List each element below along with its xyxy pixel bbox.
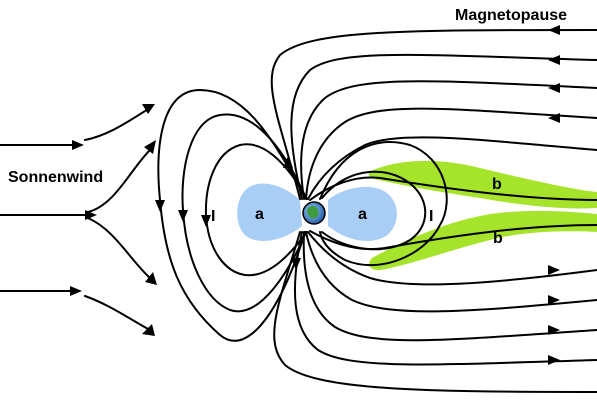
polar-line-6 xyxy=(273,231,597,393)
polar-line-5 xyxy=(307,136,597,200)
tail-lobe-upper-label: b xyxy=(492,176,502,193)
arrow-dayside-inner xyxy=(201,215,211,227)
arrow-tail-top-4 xyxy=(548,113,560,123)
arrow-tail-bottom-2 xyxy=(548,295,560,305)
night-loop-1 xyxy=(321,170,427,251)
deflect-line-4 xyxy=(84,295,151,331)
plasmasphere-left xyxy=(237,183,302,241)
tail-lobe-lower-label: b xyxy=(493,230,503,247)
arrow-tail-top-1 xyxy=(548,25,560,35)
arrow-deflect-2 xyxy=(144,140,156,154)
arrow-polar-down xyxy=(291,258,301,270)
deflect-line-3 xyxy=(87,217,151,279)
polar-line-10 xyxy=(307,231,597,286)
earth-land-icon xyxy=(307,205,319,219)
polar-line-2 xyxy=(290,53,597,200)
arrow-tail-bottom-3 xyxy=(548,325,560,335)
arrow-tail-bottom-1 xyxy=(548,265,560,275)
arrow-dayside-mid xyxy=(178,210,188,222)
tail-lobe-lower xyxy=(369,210,597,271)
arrow-polar-up xyxy=(283,156,293,168)
magnetopause-label: Magnetopause xyxy=(455,7,567,24)
solar-wind-label: Sonnenwind xyxy=(8,169,103,186)
arrow-tail-top-3 xyxy=(548,83,560,93)
tail-lobes xyxy=(368,160,597,271)
arrow-deflect-4 xyxy=(142,324,155,336)
arrow-dayside-left xyxy=(155,200,165,212)
plasmasphere-right xyxy=(328,186,397,241)
polar-line-7 xyxy=(294,231,597,366)
arrow-tail-bottom-4 xyxy=(548,355,560,365)
arrow-deflect-1 xyxy=(142,104,155,114)
earth xyxy=(302,201,326,225)
arrow-solar-wind-3 xyxy=(70,286,82,296)
tail-lobe-upper xyxy=(368,160,597,209)
arrowheads xyxy=(70,25,560,365)
polar-line-4 xyxy=(305,107,597,200)
field-lines xyxy=(0,29,597,393)
plasmasphere xyxy=(237,183,397,241)
plasmasphere-right-label: a xyxy=(358,206,367,223)
deflect-line-1 xyxy=(84,107,151,141)
polar-line-1 xyxy=(270,29,597,200)
deflect-line-2 xyxy=(87,149,151,213)
marker-left: I xyxy=(211,208,215,225)
marker-right: I xyxy=(429,208,433,225)
arrow-solar-wind-1 xyxy=(72,140,84,150)
arrow-solar-wind-2 xyxy=(85,210,97,220)
tail-line-lower-1 xyxy=(309,224,597,251)
polar-line-3 xyxy=(300,80,597,200)
polar-line-9 xyxy=(305,231,597,313)
arrow-deflect-3 xyxy=(145,272,157,285)
arrow-tail-top-2 xyxy=(548,55,560,65)
plasmasphere-left-label: a xyxy=(255,206,264,223)
night-loop-2 xyxy=(319,141,448,266)
polar-line-8 xyxy=(302,231,597,342)
